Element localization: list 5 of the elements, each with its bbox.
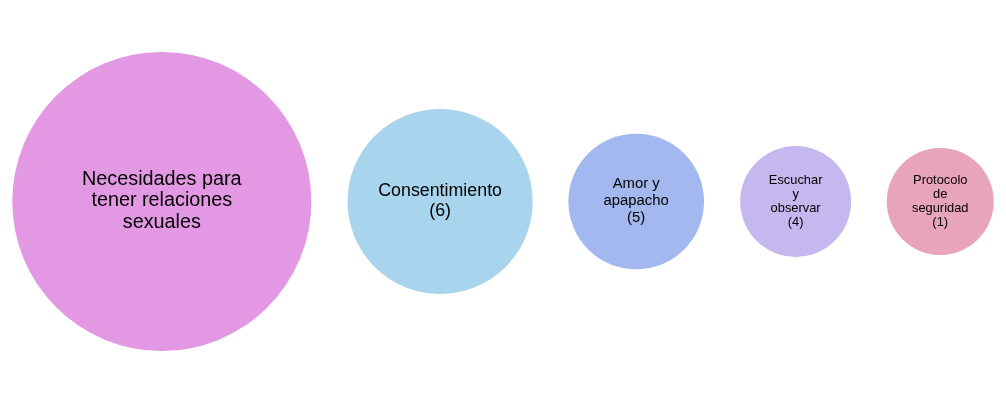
- node-circle: Escuchar y observar (4): [740, 145, 852, 257]
- node-circle: Necesidades para tener relaciones sexuales: [12, 51, 312, 351]
- node-circle: Consentimiento (6): [347, 108, 533, 294]
- node-circle: Protocolo de seguridad (1): [886, 147, 994, 255]
- node-circle: Amor y apapacho (5): [568, 133, 705, 269]
